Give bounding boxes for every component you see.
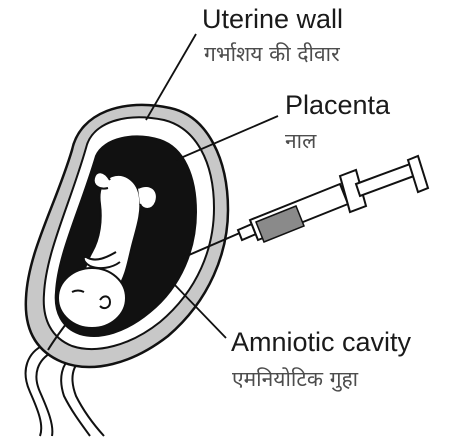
placenta-hindi-label: नाल	[285, 131, 316, 152]
uterine-wall-label: Uterine wall	[202, 6, 343, 33]
amniotic-cavity-hindi-label: एमनियोटिक गुहा	[232, 369, 358, 390]
amniotic-cavity-label: Amniotic cavity	[231, 329, 411, 356]
uterine-wall-hindi-label: गर्भाशय की दीवार	[204, 44, 340, 65]
placenta-label: Placenta	[285, 92, 390, 119]
